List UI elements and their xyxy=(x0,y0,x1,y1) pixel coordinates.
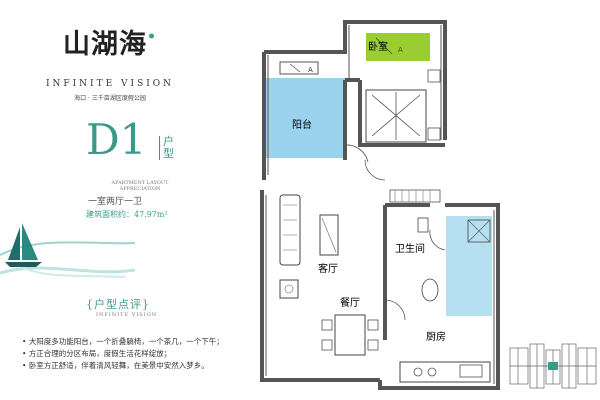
room-label-bedroom: 卧室 xyxy=(368,40,388,53)
chair-icon xyxy=(367,339,379,351)
armchair-icon xyxy=(279,279,299,299)
review-point: 大阳度多功能阳台，一个折叠躺椅，一个茶几，一个下午； xyxy=(22,336,224,348)
sail-icon xyxy=(22,223,38,260)
brand-tagline: INFINITE VISION xyxy=(45,79,175,89)
toilet-icon xyxy=(421,278,439,302)
review-english: INFINITE VISION xyxy=(96,312,158,318)
wave-line-icon xyxy=(0,241,135,256)
room-label-bathroom: 卫生间 xyxy=(395,242,425,255)
ac-unit-top xyxy=(366,33,430,61)
shower-icon xyxy=(467,219,491,243)
chair-icon xyxy=(321,319,333,331)
stove-icon xyxy=(427,367,437,377)
brand-logo: 山湖海• xyxy=(40,22,180,61)
floor-plan: A A 卧室 阳台 卫生间 客厅 餐厅 厨房 xyxy=(260,20,500,390)
ac-label: A xyxy=(398,46,403,54)
door-icon xyxy=(364,159,386,181)
wave-line-icon xyxy=(14,262,126,278)
kitchen-sink-icon xyxy=(459,364,483,378)
sail-icon xyxy=(8,227,20,260)
room-label-dining: 餐厅 xyxy=(340,296,360,309)
ac-label: A xyxy=(308,66,313,74)
ac-unit-left xyxy=(279,61,319,75)
wardrobe-icon xyxy=(389,189,441,203)
chair-icon xyxy=(367,319,379,331)
balcony-fill xyxy=(265,78,345,158)
review-list: 大阳度多功能阳台，一个折叠躺椅，一个茶几，一个下午； 方正合理的分区布局，度假生… xyxy=(22,336,224,372)
dining-table-icon xyxy=(334,314,366,356)
review-title: {户型点评} xyxy=(86,298,150,311)
unit-type-label: 户型 xyxy=(159,136,181,160)
room-label-living: 客厅 xyxy=(318,262,338,275)
door-icon xyxy=(429,229,446,251)
logo-text: 山湖海 xyxy=(63,29,148,60)
sofa-icon xyxy=(279,194,301,266)
logo-dot-icon: • xyxy=(147,29,157,45)
hull-icon xyxy=(5,262,42,267)
room-label-balcony: 阳台 xyxy=(292,118,312,131)
unit-area: 建筑面积约：47.97m² xyxy=(86,210,168,219)
walls xyxy=(260,20,500,390)
unit-english-label: APARTMENT LAYOUT APPRECIATION xyxy=(111,180,169,192)
door-icon xyxy=(344,144,369,163)
door-icon xyxy=(384,299,406,321)
stove-icon xyxy=(413,367,423,377)
room-label-kitchen: 厨房 xyxy=(426,330,446,343)
building-key-plan xyxy=(509,343,597,389)
bathroom-floor-fill xyxy=(446,216,492,316)
sink-icon xyxy=(417,217,429,233)
review-point: 方正合理的分区布局，度假生活花样绽放； xyxy=(22,348,224,360)
nightstand-icon xyxy=(427,69,441,83)
unit-layout: 一室两厅一卫 xyxy=(88,197,143,207)
review-point: 卧室方正舒适，伴着清风轻舞，在美景中安然入梦乡。 xyxy=(22,360,224,372)
sailboat-illustration xyxy=(0,223,135,278)
chair-icon xyxy=(321,339,333,351)
unit-code: D1 xyxy=(86,115,147,164)
brand-location: 海口 · 三千亩湖区度假公园 xyxy=(74,95,146,102)
coffee-table-icon xyxy=(319,214,339,256)
wave-line-icon xyxy=(0,266,135,275)
nightstand-icon xyxy=(427,127,441,141)
unit-location-marker xyxy=(548,362,558,370)
kitchen-counter-icon xyxy=(399,361,491,383)
